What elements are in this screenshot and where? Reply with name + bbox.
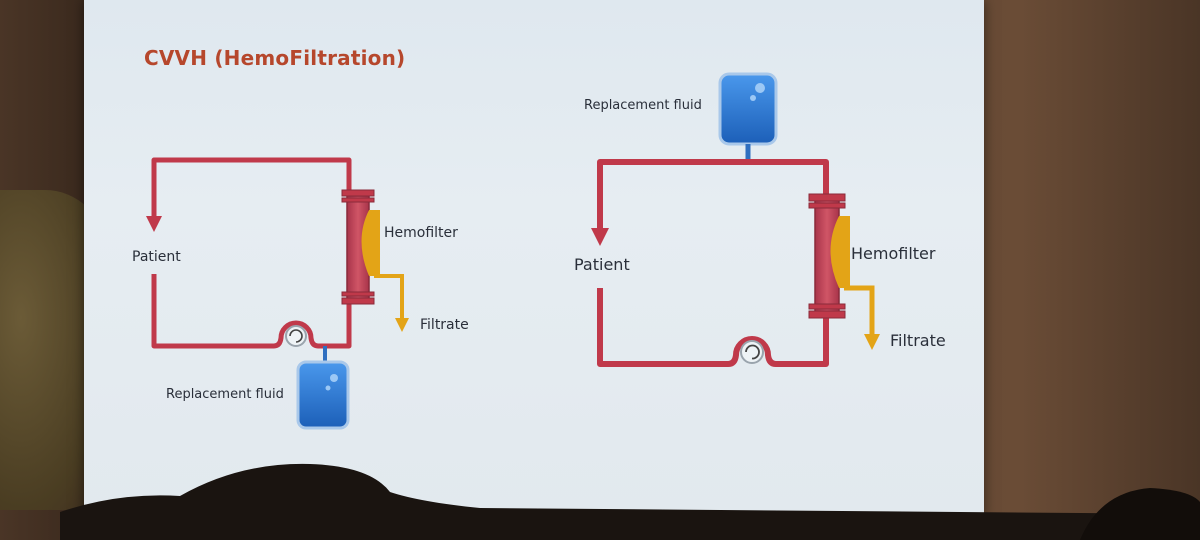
right-patient-label: Patient: [574, 255, 630, 274]
right-filtrate-label: Filtrate: [890, 331, 946, 350]
left-pump: [285, 325, 307, 347]
left-replacement-label: Replacement fluid: [166, 387, 284, 402]
right-blood-line: [597, 159, 829, 230]
slide-title: CVVH (HemoFiltration): [144, 46, 406, 70]
left-patient-label: Patient: [132, 249, 181, 265]
right-return-line: [597, 288, 829, 367]
left-filtrate-line: [374, 274, 404, 320]
right-circuit: [591, 72, 880, 367]
right-filtrate-arrow: [864, 334, 880, 350]
left-hemofilter-label: Hemofilter: [384, 225, 458, 241]
left-patient-arrow: [146, 216, 162, 232]
right-filtrate-line: [844, 285, 875, 336]
right-patient-arrow: [591, 228, 609, 246]
right-pump-rotor-icon: [745, 344, 760, 360]
right-pump: [740, 340, 764, 364]
left-blood-line: [151, 157, 352, 218]
right-hemofilter-label: Hemofilter: [851, 244, 936, 263]
right-replacement-bag-icon: [718, 72, 778, 146]
left-replacement-bag-icon: [296, 360, 350, 430]
projection-screen: CVVH (HemoFiltration): [84, 0, 984, 518]
left-pump-rotor-icon: [289, 329, 303, 343]
left-filtrate-label: Filtrate: [420, 317, 469, 333]
left-circuit: [146, 157, 409, 430]
right-filter-membrane: [830, 216, 850, 288]
left-filter-membrane: [361, 210, 380, 276]
right-replacement-label: Replacement fluid: [584, 98, 702, 113]
cvvh-diagrams: [146, 72, 880, 430]
left-return-line: [151, 274, 352, 349]
left-filtrate-arrow: [395, 318, 409, 332]
audience-silhouette: [60, 463, 1200, 540]
